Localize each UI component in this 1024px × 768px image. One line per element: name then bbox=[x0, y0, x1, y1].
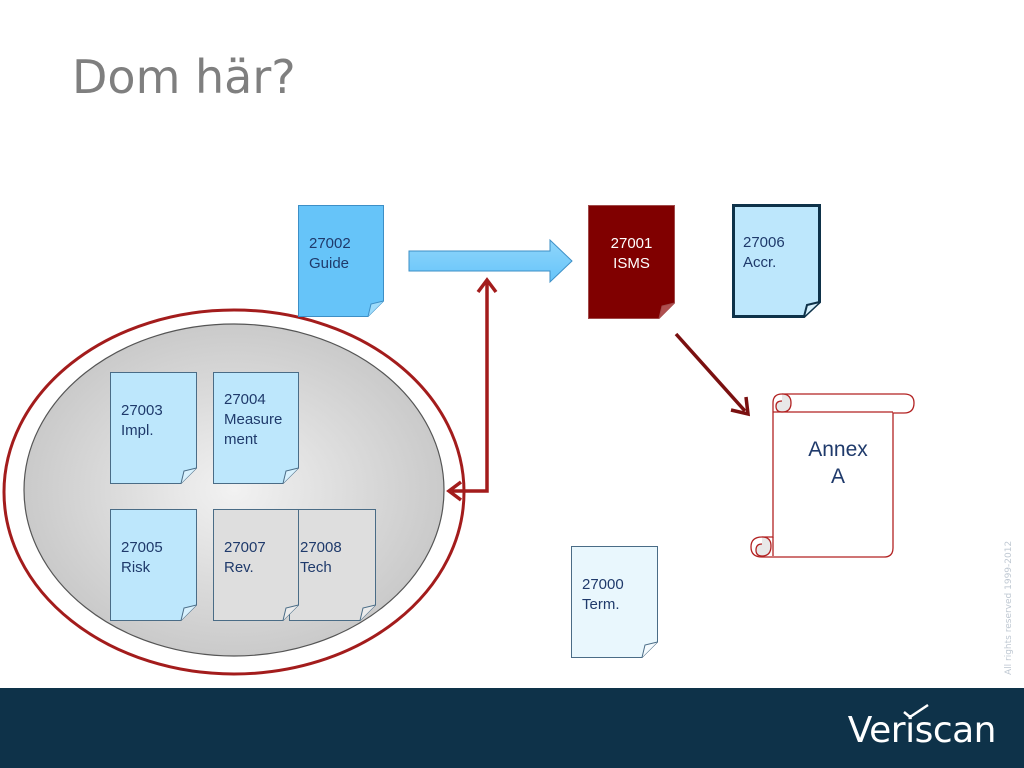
doc-27006-text: 27006 Accr. bbox=[743, 234, 785, 271]
doc-27001-isms: 27001 ISMS bbox=[588, 205, 675, 319]
isms-to-annex-arrow bbox=[674, 332, 747, 413]
doc-27003-text: 27003 Impl. bbox=[121, 402, 163, 439]
annex-scroll bbox=[750, 393, 915, 558]
document-shape bbox=[213, 509, 299, 621]
group-to-arrow-connector bbox=[452, 283, 489, 493]
doc-27003-impl: 27003 Impl. bbox=[110, 372, 197, 484]
doc-27005-text: 27005 Risk bbox=[121, 539, 163, 576]
doc-27004-measurement: 27004 Measure ment bbox=[213, 372, 299, 484]
doc-27002-guide: 27002 Guide bbox=[298, 205, 384, 317]
slide-title: Dom här? bbox=[72, 50, 296, 104]
document-shape bbox=[110, 509, 197, 621]
doc-27006-accr: 27006 Accr. bbox=[732, 204, 821, 318]
copyright-text: All rights reserved 1999-2012 bbox=[1004, 540, 1014, 675]
veriscan-check-icon bbox=[903, 703, 929, 719]
document-shape bbox=[571, 546, 658, 658]
doc-27004-text: 27004 Measure ment bbox=[224, 391, 283, 448]
doc-27007-text: 27007 Rev. bbox=[224, 539, 266, 576]
doc-27008-text: 27008 Tech bbox=[300, 539, 342, 576]
doc-27002-text: 27002 Guide bbox=[309, 235, 351, 272]
connector-arrowhead-left bbox=[446, 480, 463, 502]
document-shape bbox=[298, 205, 384, 317]
connector-arrowhead-up bbox=[476, 277, 498, 294]
document-shape bbox=[732, 204, 821, 318]
document-shape bbox=[110, 372, 197, 484]
doc-27008-tech: 27008 Tech bbox=[289, 509, 376, 621]
doc-27000-term: 27000 Term. bbox=[571, 546, 658, 658]
doc-27007-rev: 27007 Rev. bbox=[213, 509, 299, 621]
document-shape bbox=[213, 372, 299, 484]
doc-27005-risk: 27005 Risk bbox=[110, 509, 197, 621]
document-shape bbox=[588, 205, 675, 319]
veriscan-logo: Veriscan bbox=[847, 710, 997, 751]
annex-a-label: Annex A bbox=[808, 438, 868, 488]
guide-to-isms-arrow bbox=[408, 238, 573, 284]
doc-27000-text: 27000 Term. bbox=[582, 576, 624, 613]
footer-bar: Veriscan bbox=[0, 688, 1024, 768]
doc-27001-text: 27001 ISMS bbox=[610, 235, 653, 272]
annex-arrowhead bbox=[730, 396, 751, 417]
